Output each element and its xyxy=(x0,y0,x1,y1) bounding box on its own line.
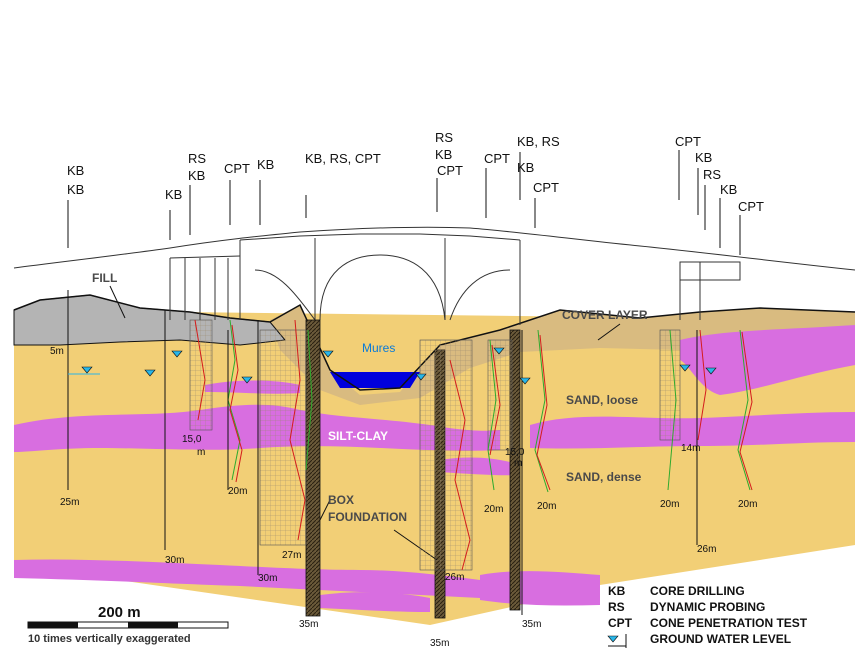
box-foundation-label-2: FOUNDATION xyxy=(328,510,407,524)
river-label: Mures xyxy=(362,341,395,355)
depth-20m: 20m xyxy=(738,499,757,510)
test-labels: KB KB KB RS KB CPT KB KB, RS, CPT RS KB … xyxy=(67,130,764,214)
label-kb: KB xyxy=(188,168,205,183)
cover-layer xyxy=(270,305,855,405)
depth-26m: 26m xyxy=(445,572,464,583)
label-rs: RS xyxy=(435,130,453,145)
label-rs: RS xyxy=(188,151,206,166)
legend-text: GROUND WATER LEVEL xyxy=(650,632,791,646)
label-kb: KB xyxy=(435,147,452,162)
depth-35m: 35m xyxy=(299,619,318,630)
layer-labels: FILL COVER LAYER SAND, loose SILT-CLAY S… xyxy=(92,271,648,524)
depth-20m: 20m xyxy=(660,499,679,510)
depth-5m: 5m xyxy=(50,346,64,357)
label-rs: RS xyxy=(703,167,721,182)
river-mures: Mures xyxy=(330,341,420,388)
label-kb-rs-cpt: KB, RS, CPT xyxy=(305,151,381,166)
silt-clay-label: SILT-CLAY xyxy=(328,429,388,443)
depth-15-0: 15,0 xyxy=(182,434,202,445)
label-kb: KB xyxy=(257,157,274,172)
legend-abbr: CPT xyxy=(608,616,633,630)
label-cpt: CPT xyxy=(484,151,510,166)
depth-35m: 35m xyxy=(522,619,541,630)
fill-label: FILL xyxy=(92,271,117,285)
label-cpt: CPT xyxy=(437,163,463,178)
label-kb: KB xyxy=(720,182,737,197)
depth-30m: 30m xyxy=(165,555,184,566)
label-cpt: CPT xyxy=(738,199,764,214)
label-kb: KB xyxy=(517,160,534,175)
ground-water-icon xyxy=(607,635,619,643)
bore-log-grids xyxy=(189,319,681,571)
probe-traces xyxy=(194,319,753,571)
depth-15-0: 15,0 xyxy=(505,447,525,458)
ground-surface xyxy=(13,294,856,391)
label-cpt: CPT xyxy=(675,134,701,149)
legend-abbr: RS xyxy=(608,600,625,614)
legend-text: CONE PENETRATION TEST xyxy=(650,616,808,630)
label-cpt: CPT xyxy=(224,161,250,176)
depth-15-0-unit: m xyxy=(514,458,522,469)
label-cpt: CPT xyxy=(533,180,559,195)
depth-20m: 20m xyxy=(228,486,247,497)
depth-30m: 30m xyxy=(258,573,277,584)
scale-bar: 200 m 10 times vertically exaggerated xyxy=(27,604,229,645)
label-kb: KB xyxy=(67,163,84,178)
depth-14m: 14m xyxy=(681,443,700,454)
depth-20m: 20m xyxy=(537,501,556,512)
depth-26m: 26m xyxy=(697,544,716,555)
scale-note: 10 times vertically exaggerated xyxy=(28,633,191,645)
cover-layer-label: COVER LAYER xyxy=(562,308,648,322)
borehole-lines xyxy=(67,150,741,615)
depth-25m: 25m xyxy=(60,497,79,508)
legend-abbr: KB xyxy=(608,584,626,598)
box-foundation-label-1: BOX xyxy=(328,493,354,507)
legend: KB CORE DRILLING RS DYNAMIC PROBING CPT … xyxy=(607,584,808,648)
sand-dense-label: SAND, dense xyxy=(566,470,642,484)
depth-labels: 5m 25m 30m 30m 27m 26m 35m 35m 35m 15,0 … xyxy=(50,346,757,649)
depth-35m: 35m xyxy=(430,638,449,649)
scale-bar-label: 200 m xyxy=(98,604,141,621)
legend-text: CORE DRILLING xyxy=(650,584,745,598)
depth-27m: 27m xyxy=(282,550,301,561)
label-kb: KB xyxy=(695,150,712,165)
depth-20m: 20m xyxy=(484,504,503,515)
ground-water-markers xyxy=(68,347,717,385)
label-kb-rs: KB, RS xyxy=(517,134,560,149)
bridge-structure xyxy=(13,226,856,325)
depth-15-0-unit: m xyxy=(197,447,205,458)
legend-text: DYNAMIC PROBING xyxy=(650,600,765,614)
label-kb: KB xyxy=(67,182,84,197)
label-kb: KB xyxy=(165,187,182,202)
sand-loose-label: SAND, loose xyxy=(566,393,638,407)
